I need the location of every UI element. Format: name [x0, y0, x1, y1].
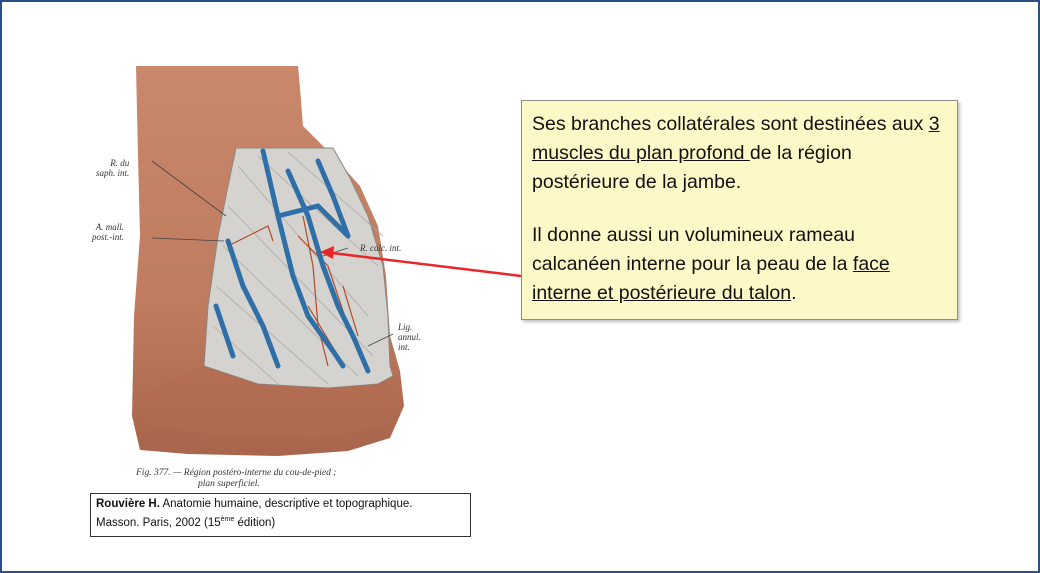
- note-p1-underlined: 3 muscles du plan profond: [532, 113, 940, 164]
- note-p2-text-a: Il donne aussi un volumineux rameau calc…: [532, 224, 856, 275]
- reference-box: Rouvière H. Anatomie humaine, descriptiv…: [90, 493, 471, 537]
- explanation-note: Ses branches collatérales sont destinées…: [521, 100, 958, 320]
- note-p1-text-b: de la région postérieure de la jambe.: [532, 142, 852, 193]
- anatomical-illustration: [132, 66, 404, 456]
- veins: [213, 148, 371, 374]
- note-p2-underlined: face interne et postérieure du talon: [532, 253, 890, 304]
- heel-area: [138, 366, 398, 438]
- reference-title: Anatomie humaine, descriptive et topogra…: [159, 498, 413, 510]
- note-p2-text-b: .: [791, 282, 797, 304]
- note-paragraph-1: Ses branches collatérales sont destinées…: [532, 110, 947, 197]
- note-paragraph-2: Il donne aussi un volumineux rameau calc…: [532, 221, 947, 308]
- label-r-saph: R. du saph. int.: [96, 158, 130, 178]
- label-a-mall: A. mall. post.-int.: [92, 222, 125, 242]
- note-p1-text-a: Ses branches collatérales sont destinées…: [532, 113, 929, 135]
- reference-publisher: Masson. Paris, 2002 (15: [96, 516, 221, 529]
- caption-line-2: plan superficiel.: [198, 479, 260, 489]
- reference-edition-sup: ème: [220, 516, 235, 523]
- figure-caption: Fig. 377. — Région postéro-interne du co…: [136, 468, 436, 490]
- caption-line-1: Fig. 377. — Région postéro-interne du co…: [136, 468, 337, 478]
- paragraph-gap: [532, 197, 947, 221]
- label-r-calc: R. calc. int.: [360, 243, 402, 253]
- reference-author: Rouvière H.: [96, 498, 160, 510]
- label-lig-annul: Lig. annul. int.: [398, 322, 421, 352]
- reference-edition-tail: édition): [234, 516, 276, 529]
- fascia-hatching: [212, 151, 384, 385]
